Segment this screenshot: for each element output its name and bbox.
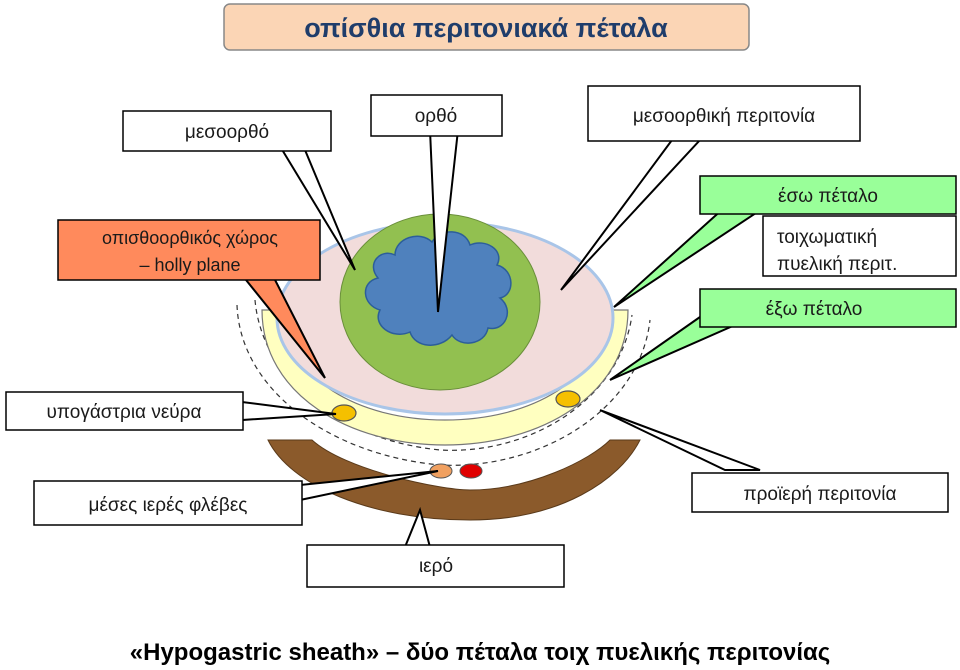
- hypogastric-nerves-label: υπογάστρια νεύρα: [47, 402, 202, 423]
- title-box: [223, 3, 750, 51]
- median-sacral-artery: [459, 463, 483, 479]
- retrorectal-box: [57, 219, 321, 281]
- caption: «Hypogastric sheath» – δύο πέταλα τοιχ π…: [130, 639, 830, 666]
- title: οπίσθια περιτονιακά πέταλα: [304, 13, 668, 43]
- hypogastric-nerves-box: [5, 391, 244, 431]
- median-sacral-veins-label: μέσες ιερές φλέβες: [89, 495, 248, 516]
- ortho-label: ορθό: [415, 106, 458, 127]
- median-sacral-veins-box: [33, 480, 303, 526]
- inner-leaf-box: [699, 175, 957, 215]
- retrorectal-label-line1: οπισθοορθικός χώρος: [102, 228, 278, 248]
- mesorectal-fascia-box: [587, 85, 861, 142]
- mesorectal-fascia-label: μεσοορθική περιτονία: [633, 106, 815, 127]
- sacrum-box: [306, 544, 565, 588]
- retrorectal-label-line2: – holly plane: [139, 255, 240, 275]
- outer-leaf-box: [699, 288, 957, 328]
- parietal-fascia-label-line1: τοιχωματική: [777, 227, 877, 248]
- parietal-fascia-box: [762, 215, 957, 277]
- presacral-fascia-label: προϊερή περιτονία: [744, 484, 897, 505]
- outer-leaf-label: έξω πέταλο: [766, 299, 863, 320]
- mesorectal-fascia-pointer: [560, 139, 703, 291]
- mesoortho-box: [122, 110, 332, 152]
- ortho-box: [370, 94, 503, 137]
- right-hypogastric-nerve: [555, 390, 581, 408]
- parietal-fascia-label-line2: πυελική περιτ.: [777, 254, 897, 275]
- sacrum-label: ιερό: [419, 556, 453, 577]
- presacral-fascia-box: [691, 472, 949, 513]
- mesoortho-label: μεσοορθό: [185, 122, 269, 143]
- sacrum-shape: [267, 439, 641, 521]
- presacral-fascia-pointer: [599, 409, 761, 471]
- inner-leaf-label: έσω πέταλο: [778, 186, 878, 207]
